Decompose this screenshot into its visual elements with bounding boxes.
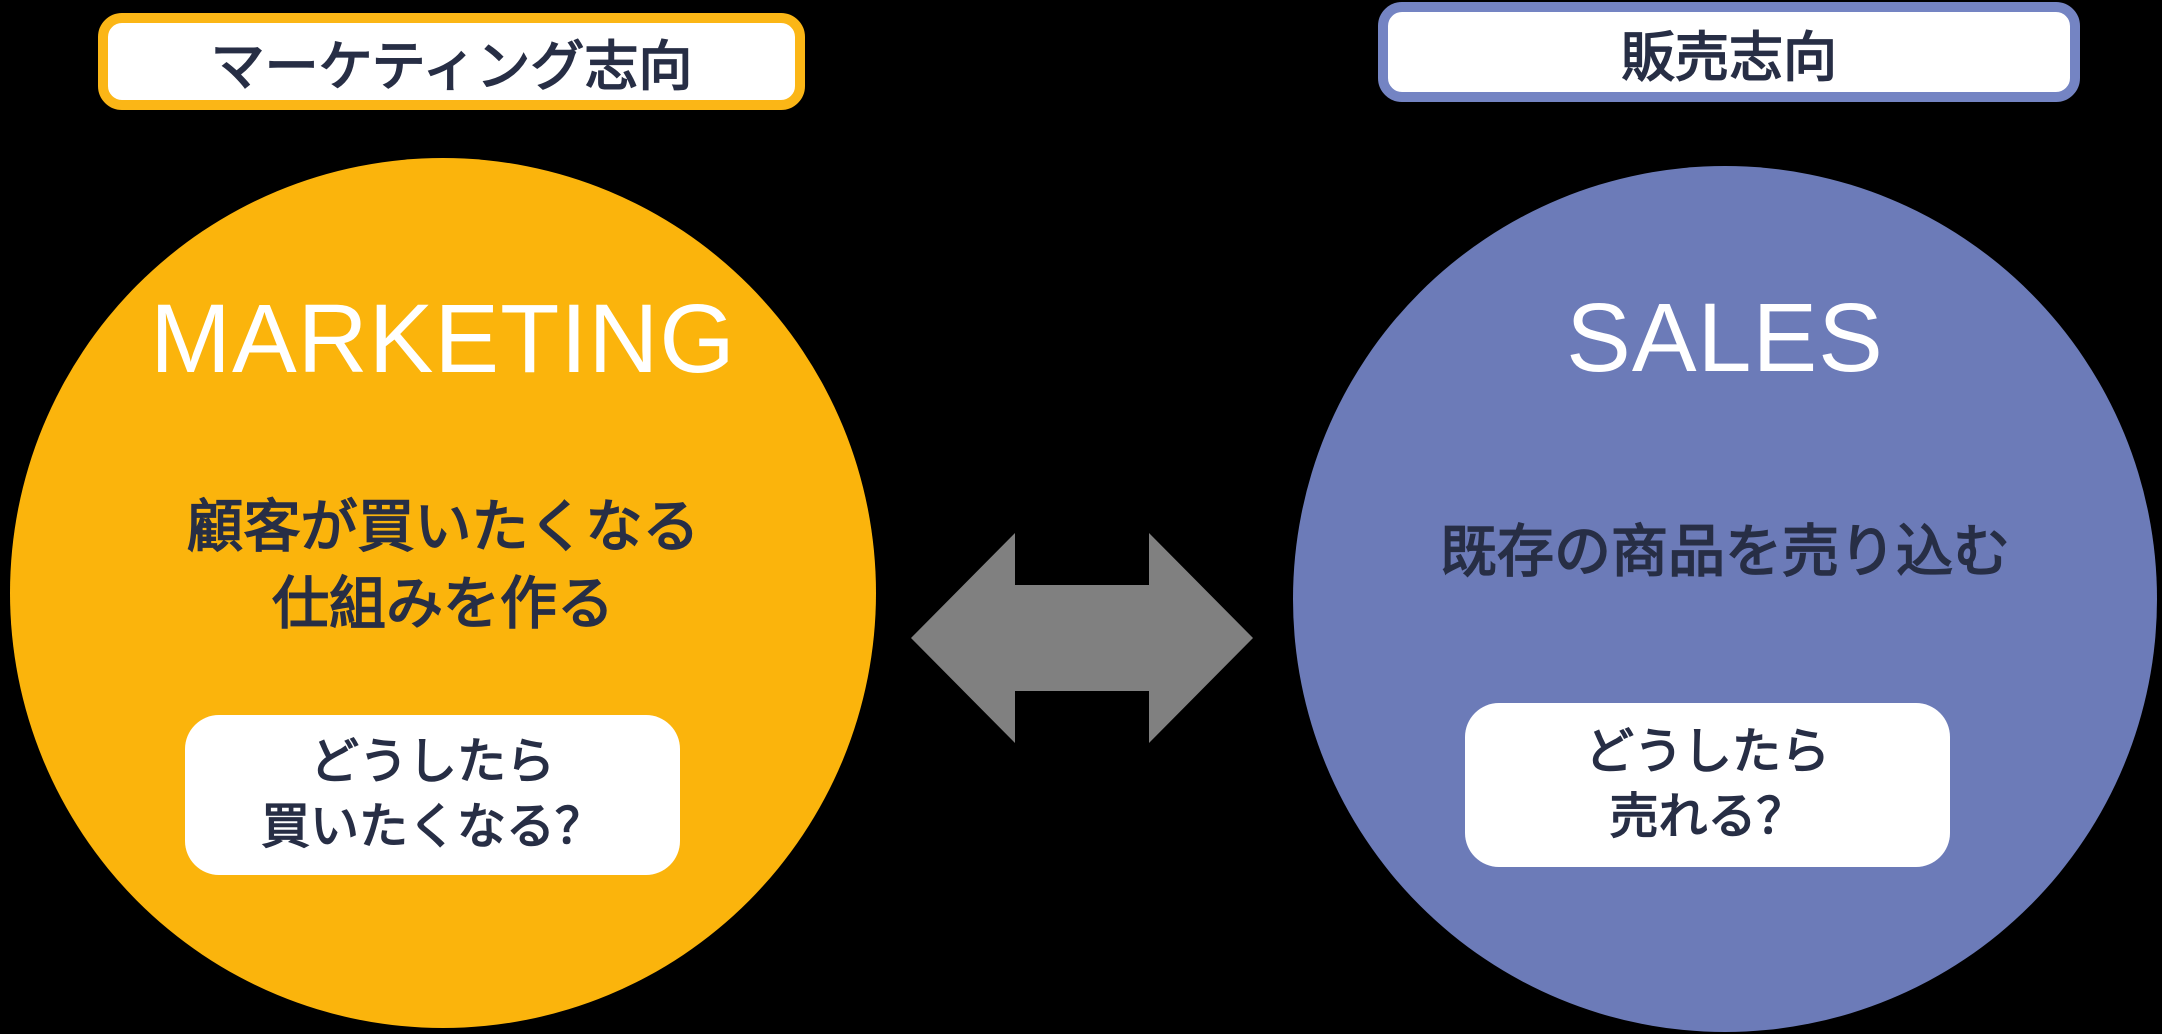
marketing-question-line-1: どうしたら [309,735,555,789]
marketing-orientation-tag: マーケティング志向 [98,13,805,110]
sales-orientation-tag: 販売志向 [1378,2,2080,102]
sales-orientation-tag-label: 販売志向 [1621,27,1837,88]
double-arrow-icon [911,533,1253,743]
sales-title: SALES [1566,283,1884,392]
marketing-description-line-2: 仕組みを作る [272,572,614,636]
sales-question-box: どうしたら 売れる？ [1465,703,1950,867]
sales-description: 既存の商品を売り込む [1293,514,2157,591]
sales-question-line-2: 売れる？ [1609,790,1806,844]
sales-circle: SALES 既存の商品を売り込む どうしたら 売れる？ [1293,166,2157,1032]
sales-description-line-1: 既存の商品を売り込む [1440,520,2010,584]
marketing-circle: MARKETING 顧客が買いたくなる 仕組みを作る どうしたら 買いたくなる？ [10,158,876,1028]
marketing-question-box: どうしたら 買いたくなる？ [185,715,680,875]
marketing-description-line-1: 顧客が買いたくなる [186,495,700,559]
sales-question-line-1: どうしたら [1584,725,1830,779]
marketing-description: 顧客が買いたくなる 仕組みを作る [10,489,876,643]
marketing-question-line-2: 買いたくなる？ [260,800,604,854]
marketing-orientation-tag-label: マーケティング志向 [210,37,693,97]
marketing-title: MARKETING [150,284,736,393]
